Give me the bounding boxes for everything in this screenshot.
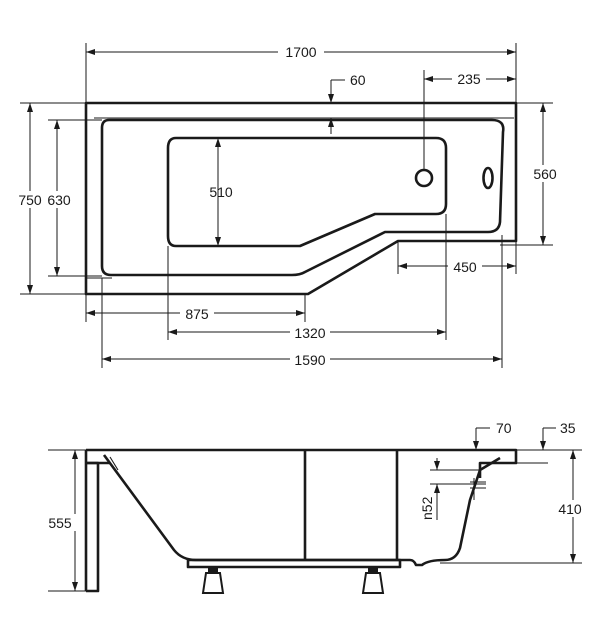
front-panel	[86, 461, 100, 593]
dim-label-1700: 1700	[285, 44, 316, 60]
dim-label-510: 510	[209, 184, 233, 200]
tub-side-wall-line	[109, 456, 119, 471]
dim-label-60: 60	[350, 72, 366, 88]
dim-inner-width: 630	[45, 119, 102, 277]
dim-label-1320: 1320	[294, 325, 325, 341]
dim-rim-width: 60	[328, 72, 366, 134]
dim-overflow: n52	[419, 458, 440, 520]
dim-label-560: 560	[533, 166, 557, 182]
dim-label-35: 35	[560, 420, 576, 436]
dim-label-450: 450	[453, 259, 477, 275]
foot-left	[201, 567, 225, 594]
side-rim	[86, 448, 518, 478]
dim-tub-height: 410	[440, 449, 589, 564]
dim-inner-length: 1590	[101, 235, 503, 368]
tub-basin	[166, 136, 448, 248]
dim-label-235: 235	[457, 71, 481, 87]
dim-label-630: 630	[47, 192, 71, 208]
dim-narrow-width: 560	[500, 102, 562, 246]
overflow-fitting	[430, 469, 486, 500]
overflow-hole	[482, 166, 494, 190]
dim-basin-width: 510	[209, 138, 233, 246]
dim-basin-length: 1320	[167, 214, 447, 341]
dim-overall-width: 750	[14, 102, 86, 295]
dim-narrow-length: 450	[397, 241, 517, 275]
dim-basin-wide-length: 875	[85, 246, 306, 322]
dim-label-1590: 1590	[294, 352, 325, 368]
dim-rim-offset: 35	[540, 420, 576, 450]
dim-label-555: 555	[48, 515, 72, 531]
dim-rim-thickness: 70	[473, 420, 512, 450]
dim-label-750: 750	[18, 192, 42, 208]
base-frame	[186, 558, 402, 569]
dim-panel-height: 555	[48, 449, 86, 592]
dim-label-410: 410	[558, 501, 582, 517]
foot-right	[361, 567, 385, 594]
dim-label-875: 875	[185, 306, 209, 322]
dim-overall-length: 1700	[85, 43, 517, 103]
dim-label-n52: n52	[419, 496, 435, 520]
tub-inner-rim	[100, 118, 505, 277]
side-view	[84, 448, 518, 594]
dim-label-70: 70	[496, 420, 512, 436]
dim-drain-offset: 235	[423, 70, 516, 170]
tub-body	[102, 454, 501, 567]
drain-hole	[414, 168, 434, 188]
